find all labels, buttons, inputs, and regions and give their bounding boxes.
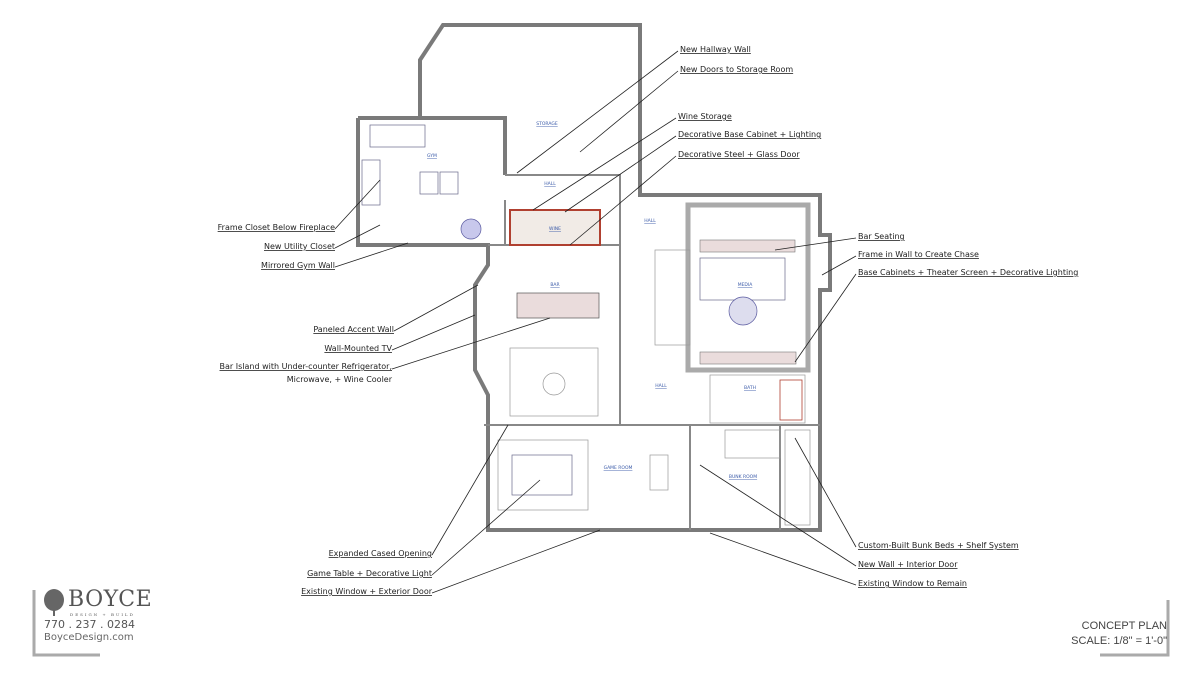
walls <box>356 23 832 532</box>
brand-phone: 770 . 237 . 0284 <box>44 618 135 631</box>
brand-subtext: DESIGN + BUILD <box>70 612 135 617</box>
room-label-game-room: GAME ROOM <box>604 465 633 471</box>
room-label-hall: HALL <box>544 181 556 187</box>
note-paneled-accent-wall: Paneled Accent Wall <box>313 325 394 334</box>
brand-website[interactable]: BoyceDesign.com <box>44 632 134 643</box>
note-interior-door: New Wall + Interior Door <box>858 560 958 569</box>
frame-corner-left <box>32 590 100 657</box>
note-chase: Frame in Wall to Create Chase <box>858 250 979 259</box>
note-existing-window: Existing Window to Remain <box>858 579 967 588</box>
frame-corner-right <box>1100 600 1170 657</box>
bar-seating <box>699 239 796 253</box>
sectional-sofa <box>699 257 786 301</box>
leader-lines <box>334 50 857 594</box>
note-base-cabinet: Decorative Base Cabinet + Lighting <box>678 130 821 139</box>
tree-logo-icon <box>44 589 64 616</box>
fireplace <box>361 159 381 206</box>
note-game-table: Game Table + Decorative Light <box>307 569 432 578</box>
note-cased-opening: Expanded Cased Opening <box>329 549 432 558</box>
stairs <box>654 249 691 346</box>
room-label-bunk-room: BUNK ROOM <box>729 474 757 480</box>
room-label-hall: HALL <box>655 383 667 389</box>
note-theater-screen: Base Cabinets + Theater Screen + Decorat… <box>858 268 1078 277</box>
note-bar-island: Bar Island with Under-counter Refrigerat… <box>220 362 393 371</box>
room-label-gym: GYM <box>427 153 437 159</box>
room-label-media: MEDIA <box>738 282 754 288</box>
furniture <box>361 124 811 526</box>
note-mirrored-gym-wall: Mirrored Gym Wall <box>261 261 335 270</box>
wine-rack <box>509 209 601 246</box>
note-hallway-wall: New Hallway Wall <box>680 45 751 54</box>
bunk-beds <box>724 429 781 459</box>
exercise-ball <box>460 218 482 240</box>
note-bar-seating: Bar Seating <box>858 232 905 241</box>
note-storage-doors: New Doors to Storage Room <box>680 65 793 74</box>
room-label-wine: WINE <box>549 226 561 232</box>
treadmill <box>369 124 426 148</box>
note-wine-storage: Wine Storage <box>678 112 732 121</box>
bar-island <box>516 292 600 319</box>
note-wall-mounted-tv: Wall-Mounted TV <box>324 344 392 353</box>
note-utility-closet: New Utility Closet <box>264 242 335 251</box>
room-label-hall: HALL <box>644 218 656 224</box>
brand-logo: BOYCE <box>68 587 153 612</box>
note-exterior-door: Existing Window + Exterior Door <box>301 587 433 596</box>
note-bunk-beds: Custom-Built Bunk Beds + Shelf System <box>858 541 1019 550</box>
seating-area <box>509 347 599 417</box>
theater-cabinets <box>699 351 797 365</box>
room-label-bath: BATH <box>744 385 756 391</box>
note-bar-island-line2: Microwave, + Wine Cooler <box>287 375 393 384</box>
note-frame-closet: Frame Closet Below Fireplace <box>218 223 335 232</box>
room-label-bar: BAR <box>550 282 559 288</box>
title-block-title: CONCEPT PLAN <box>1081 620 1167 632</box>
title-block-scale: SCALE: 1/8" = 1'-0" <box>1071 635 1167 647</box>
note-steel-glass-door: Decorative Steel + Glass Door <box>678 150 800 159</box>
room-label-storage: STORAGE <box>536 121 558 127</box>
pool-table <box>511 454 573 496</box>
